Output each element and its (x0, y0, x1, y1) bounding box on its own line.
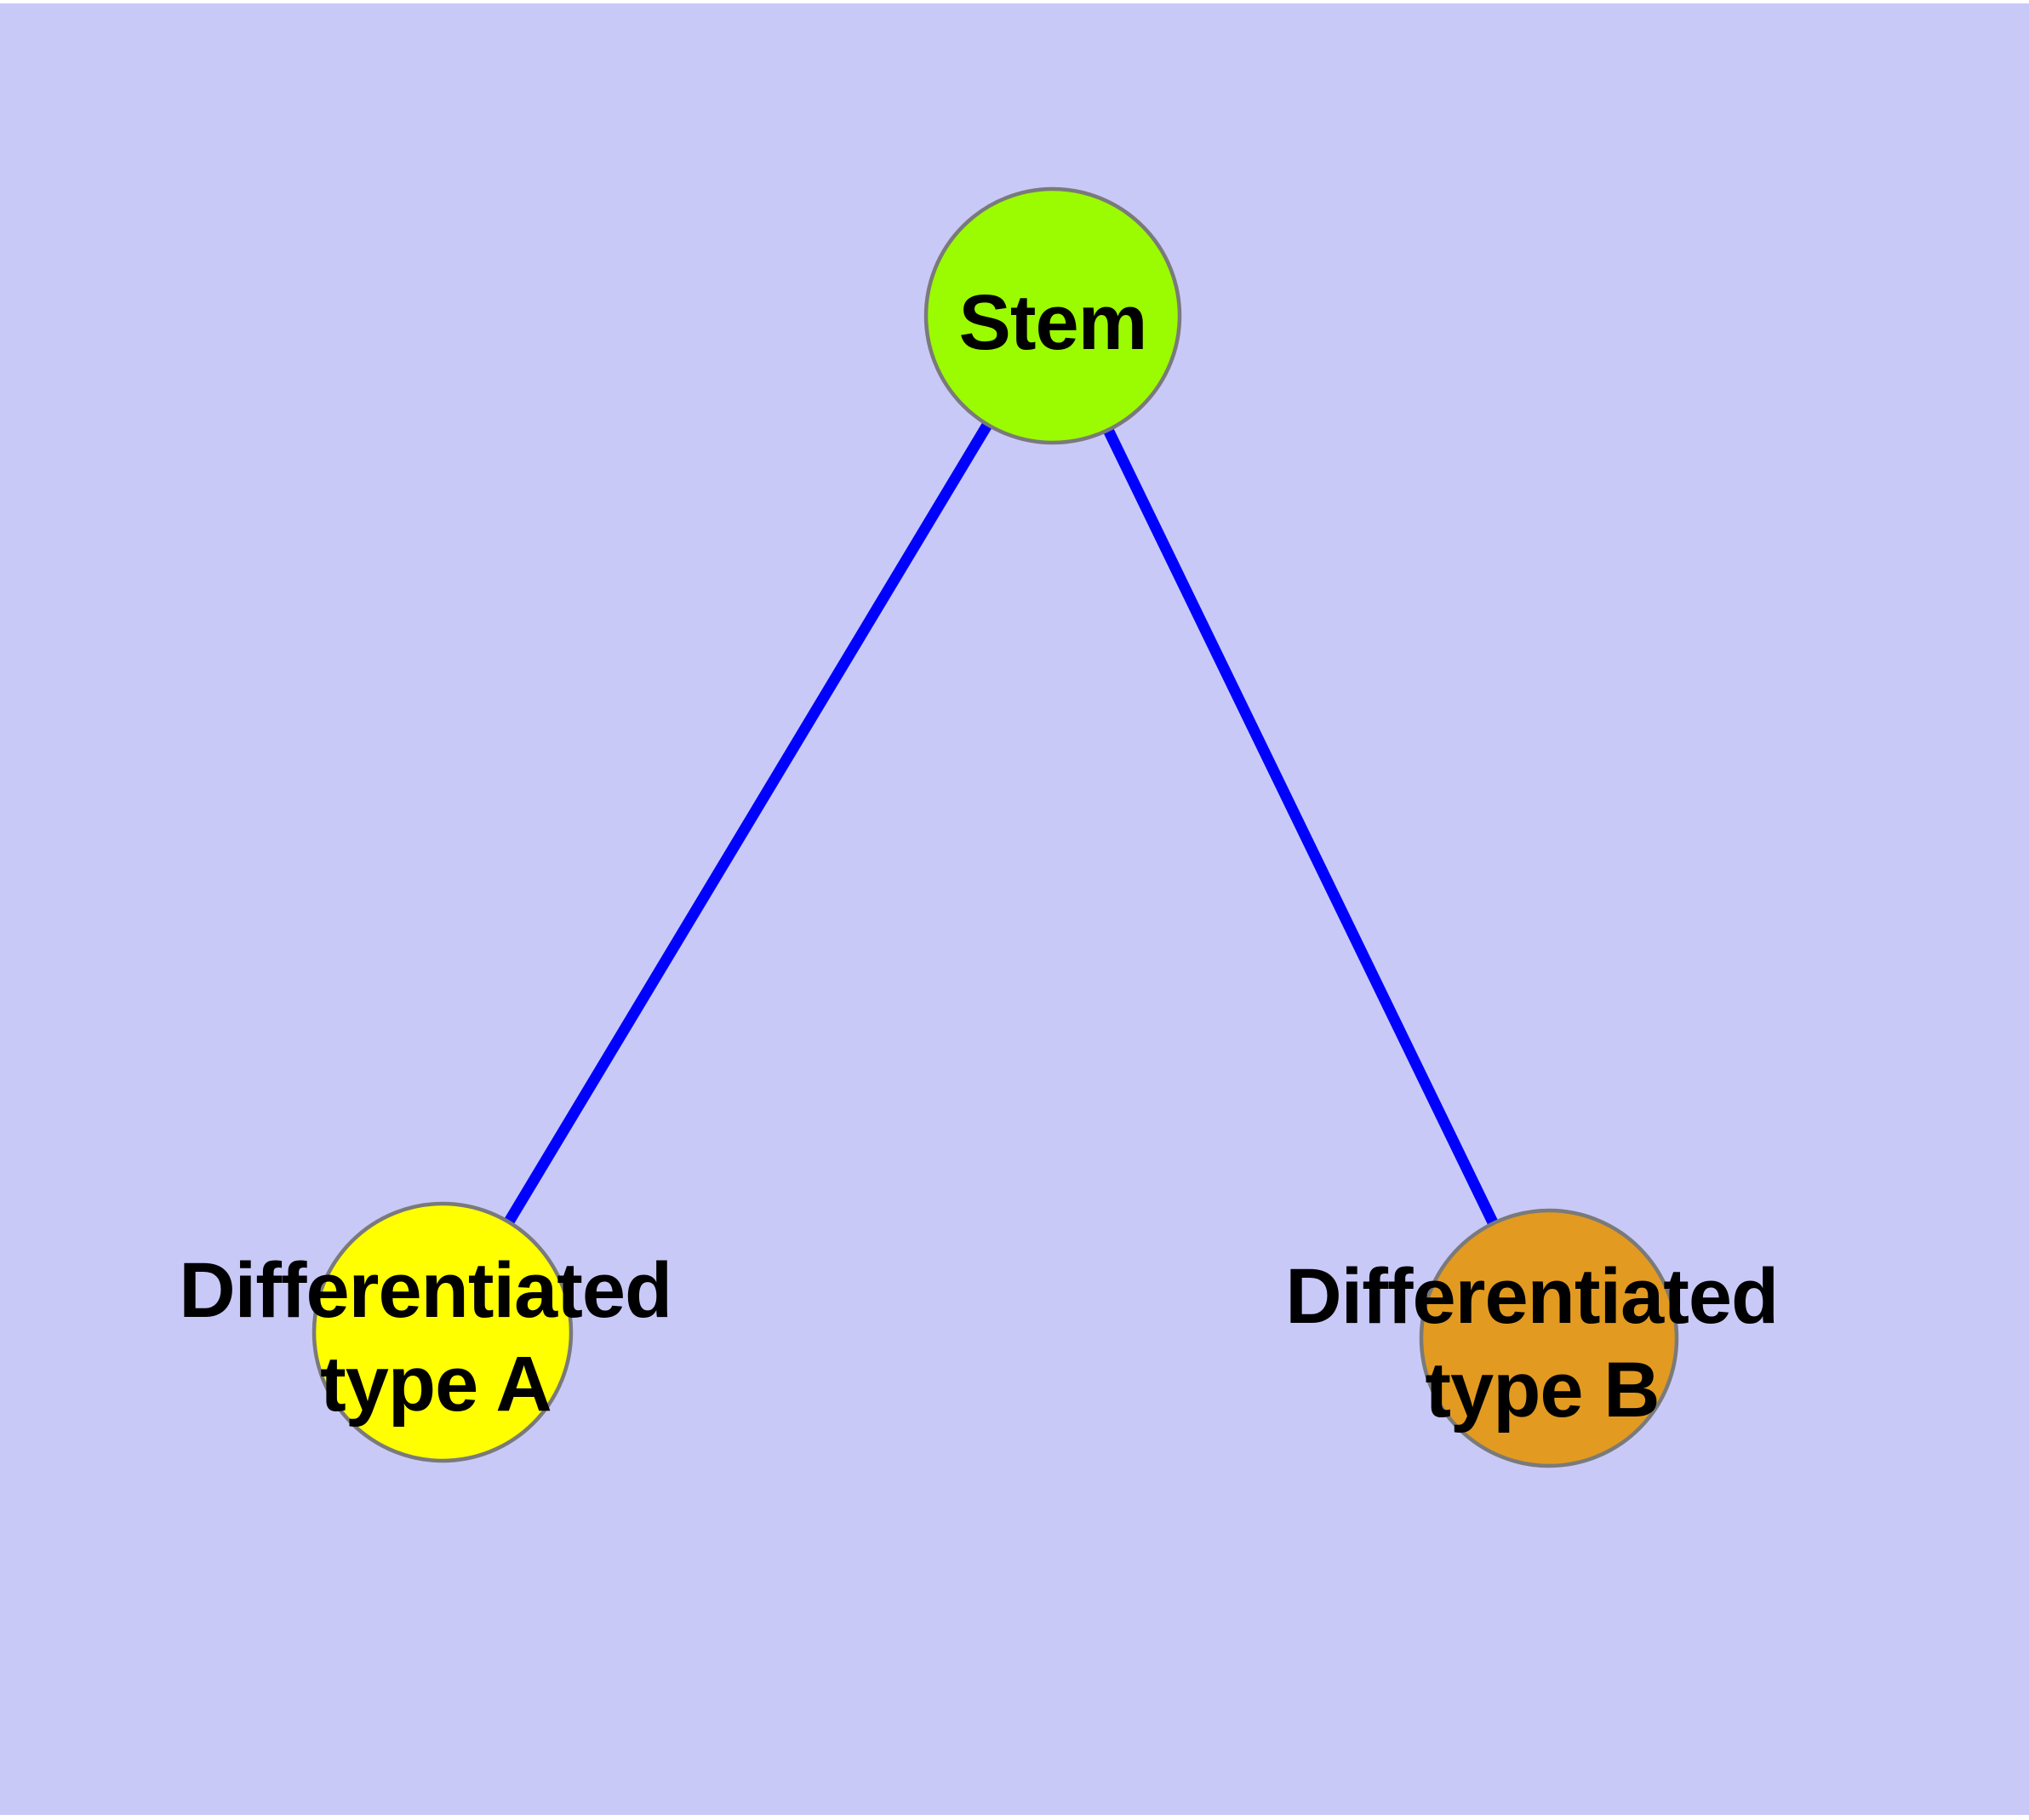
edge-stem-to-type-b (1048, 313, 1554, 1341)
node-type-a-label-line-2: type A (320, 1341, 552, 1428)
node-type-a-label-line-1: Differentiated (179, 1247, 672, 1334)
edge-stem-to-type-a (437, 312, 1058, 1336)
node-type-b-label-line-2: type B (1425, 1347, 1659, 1434)
node-stem (923, 186, 1182, 445)
node-stem-label: Stem (959, 279, 1147, 366)
node-type-b-label: Differentiated type B (1285, 1253, 1799, 1434)
node-type-b-label-line-1: Differentiated (1285, 1253, 1778, 1340)
node-type-a-label: Differentiated type A (179, 1247, 693, 1428)
node-differentiated-type-a (311, 1201, 574, 1463)
node-differentiated-type-b (1419, 1208, 1679, 1468)
